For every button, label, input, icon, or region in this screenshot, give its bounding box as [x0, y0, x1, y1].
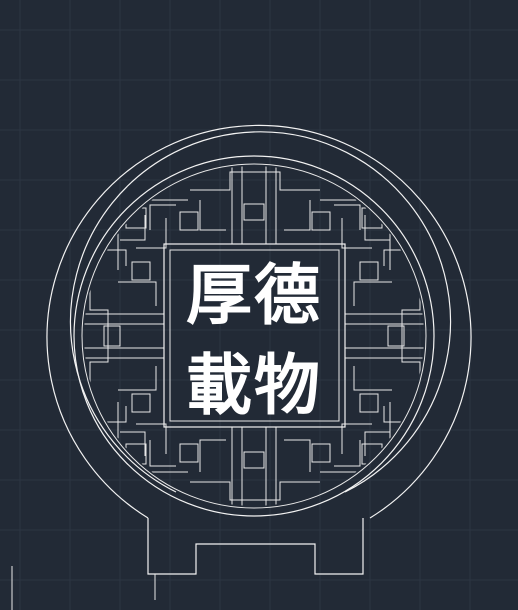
glyph-wu: 物: [254, 346, 320, 424]
center-panel: [163, 243, 346, 428]
glyph-hou: 厚: [186, 256, 252, 334]
pedestal-base: [147, 518, 364, 600]
calligraphy-text: 厚 德 載 物: [186, 256, 320, 424]
glyph-de: 德: [254, 256, 320, 334]
inner-lattice: [73, 155, 435, 517]
glyph-zai: 載: [186, 346, 252, 424]
